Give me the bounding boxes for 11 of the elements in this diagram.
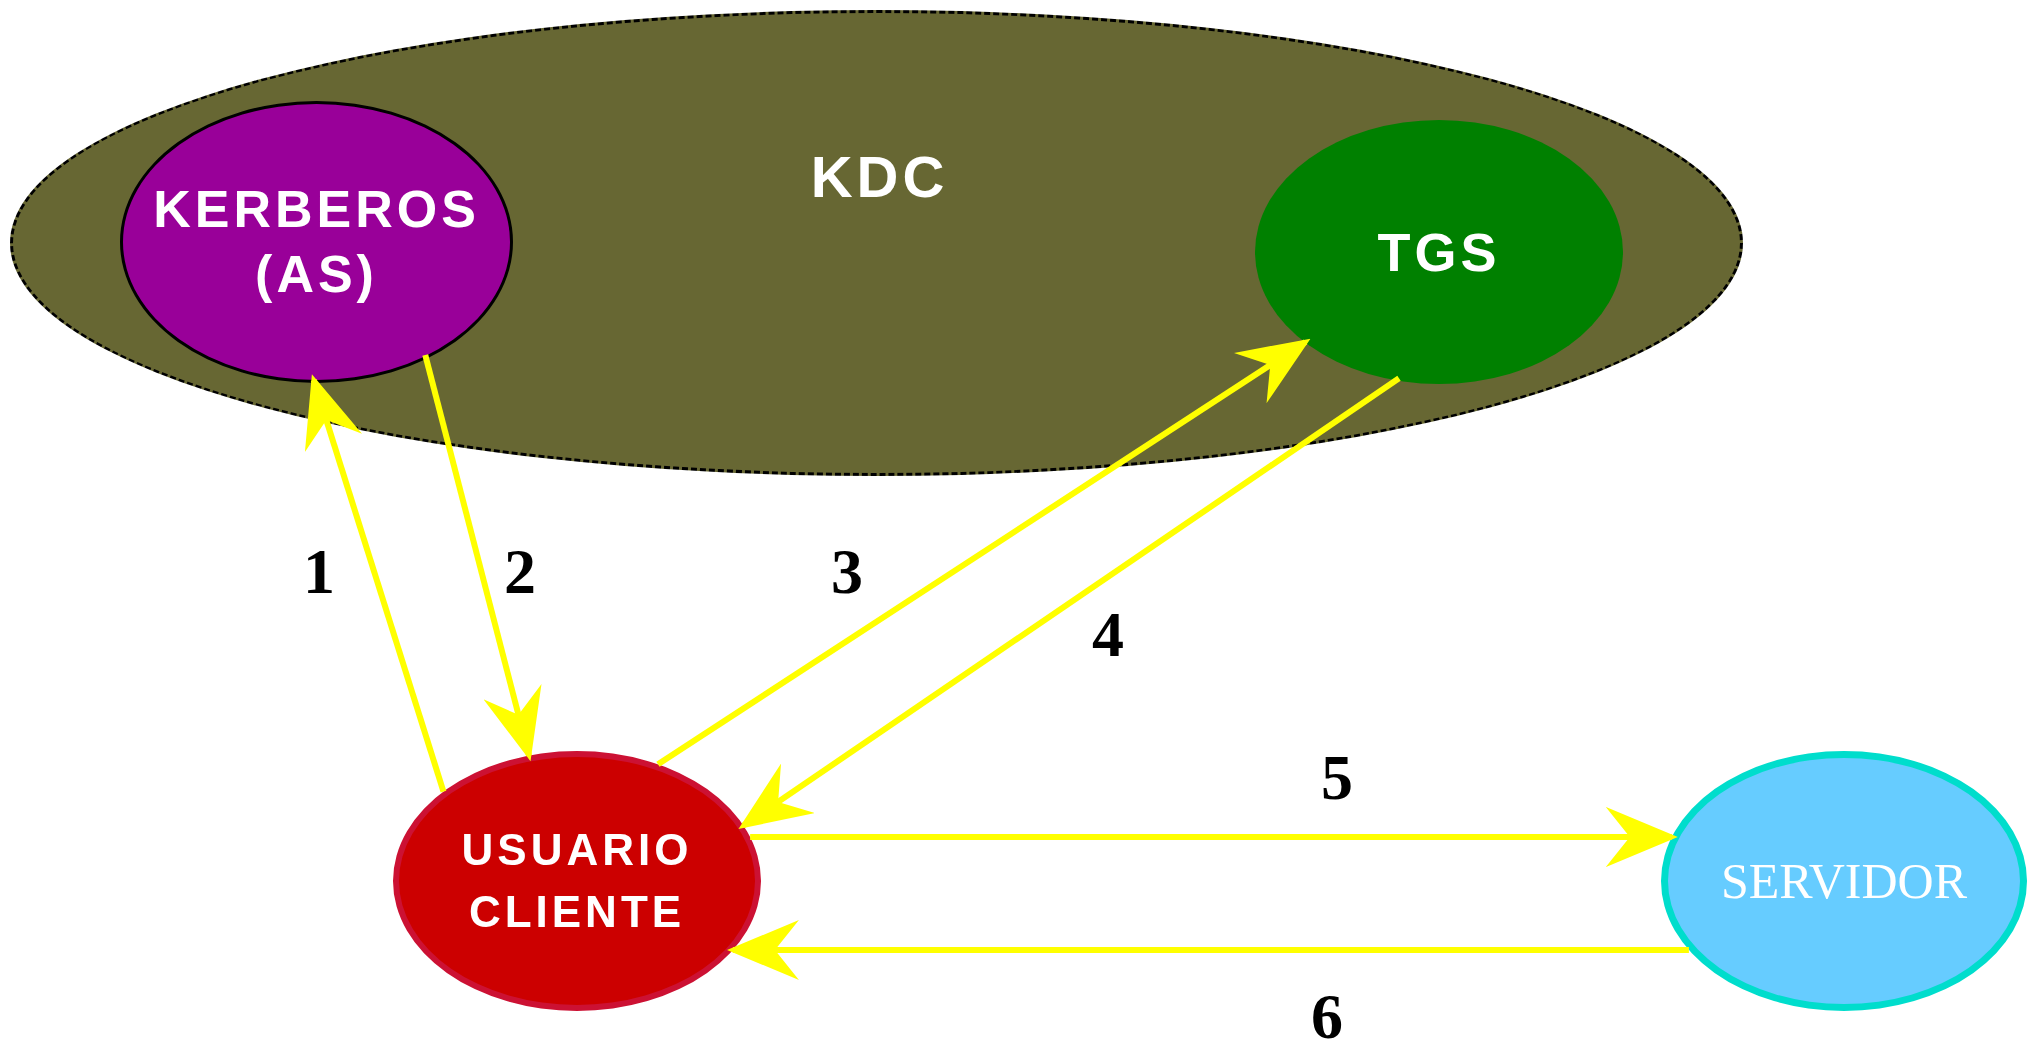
arrow [304,374,447,793]
node-label: SERVIDOR [1720,851,1968,911]
arrow [422,354,542,762]
arrow [656,338,1311,767]
arrow [738,375,1401,829]
node-label: USUARIO CLIENTE [460,824,694,938]
node-label: KERBEROS (AS) [152,179,481,305]
node-label: TGS [1376,220,1502,284]
arrow [726,920,1689,980]
node-label: KDC [809,143,950,211]
arrow [750,807,1678,867]
